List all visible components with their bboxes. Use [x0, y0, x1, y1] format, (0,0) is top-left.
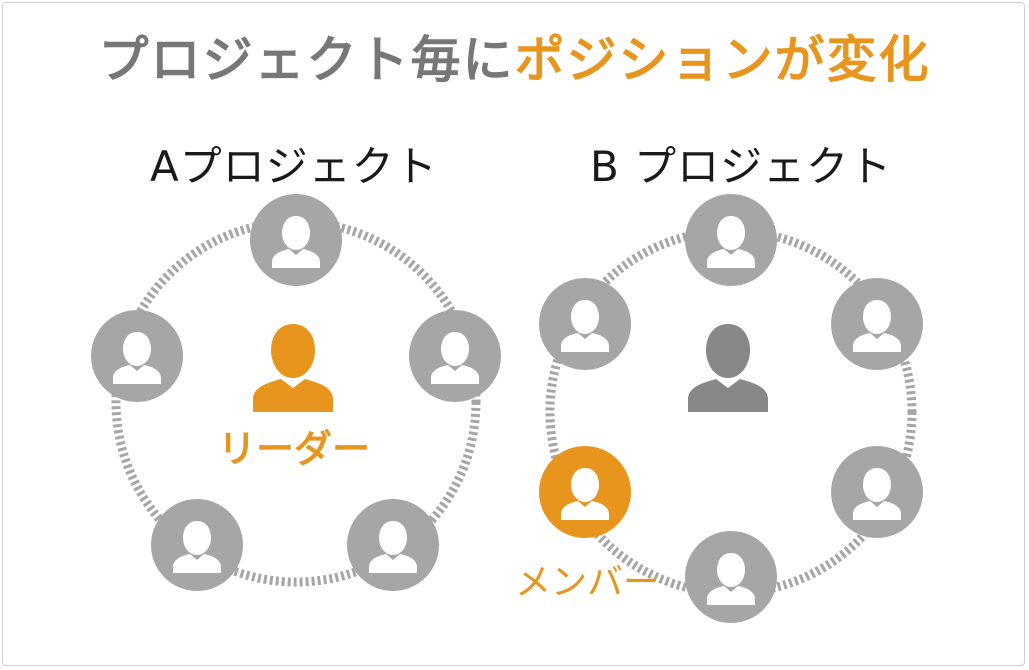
project-a-members [91, 194, 501, 591]
title-part-2: ポジションが変化 [514, 31, 931, 89]
highlighted-member-node [539, 446, 631, 538]
person-silhouette-icon [688, 324, 768, 412]
member-node [685, 531, 777, 623]
page-title: プロジェクト毎にポジションが変化 [0, 20, 1029, 92]
member-node [151, 499, 243, 591]
project-b-members [539, 194, 923, 623]
project-a-title: Aプロジェクト [150, 142, 438, 191]
project-b-title: B プロジェクト [590, 142, 893, 191]
title-part-1: プロジェクト毎に [98, 31, 515, 89]
member-node [91, 310, 183, 402]
member-node [409, 310, 501, 402]
member-label: メンバー [515, 562, 660, 603]
member-node [539, 278, 631, 370]
member-node [831, 278, 923, 370]
person-silhouette-icon [253, 324, 333, 412]
member-node [250, 194, 342, 286]
member-node [685, 194, 777, 286]
member-node [831, 446, 923, 538]
member-node [347, 499, 439, 591]
leader-label: リーダー [218, 427, 371, 471]
